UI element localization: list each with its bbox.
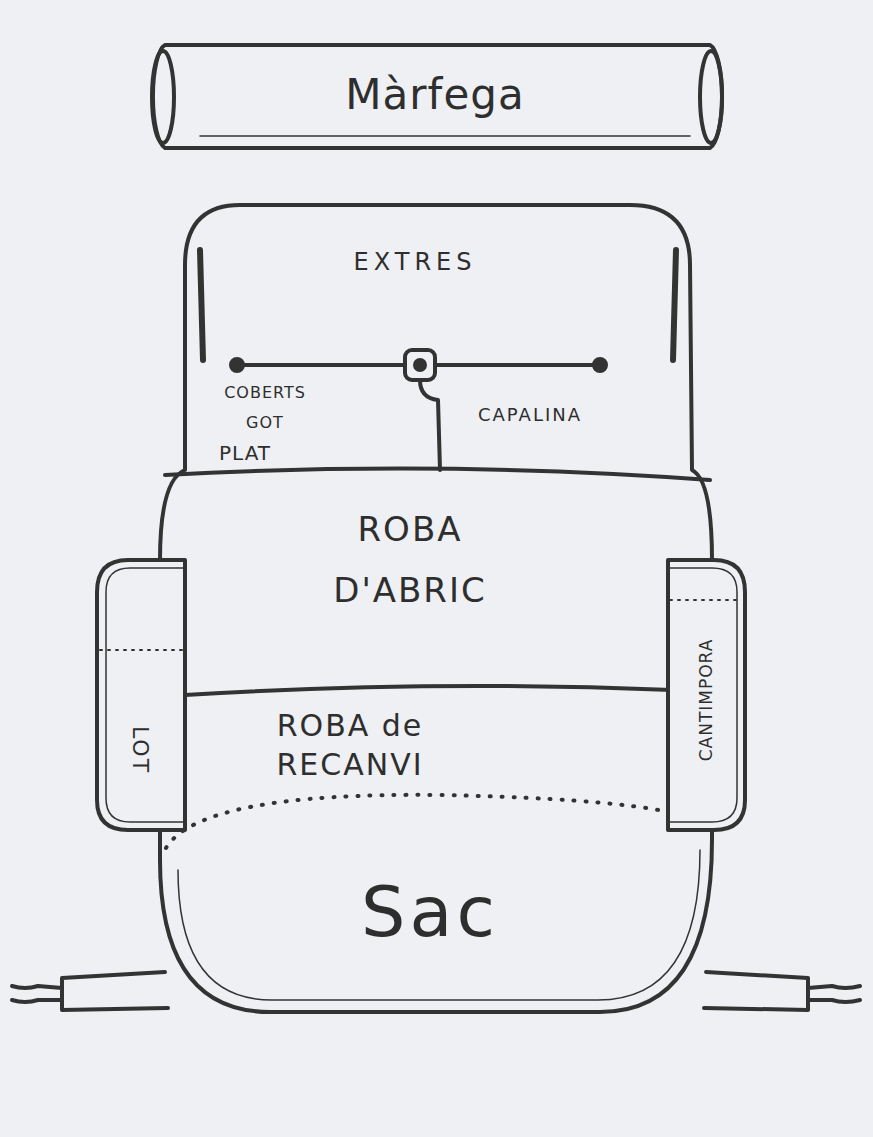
- strap-dot: [594, 359, 606, 371]
- lid-edge: [200, 250, 203, 360]
- compartment-label: LOT: [127, 726, 153, 774]
- compartment-label: EXTRES: [354, 248, 477, 277]
- pocket-inner: [670, 568, 737, 822]
- clothing-band: ROBA D'ABRIC: [165, 475, 710, 690]
- side-pocket: LOT: [97, 560, 185, 830]
- side-pocket: CANTIMPORA: [668, 560, 745, 830]
- side-pocket: [668, 560, 745, 830]
- buckle: [405, 350, 435, 380]
- sleeping-bag-section: Sac: [170, 800, 710, 1000]
- divider: [165, 469, 710, 480]
- inner-line: [178, 850, 700, 1000]
- compartment-label: PLAT: [219, 441, 271, 465]
- lid-section: EXTRES COBERTS GOT PLAT CAPALINA: [185, 205, 690, 470]
- compartment-label: CAPALINA: [478, 404, 582, 426]
- compartment-label: GOT: [246, 413, 284, 432]
- strap-line: [420, 380, 440, 470]
- mat-end: [152, 51, 174, 143]
- pocket-inner: [106, 568, 185, 822]
- mat-end: [700, 51, 722, 143]
- clothing-band: ROBA de RECANVI: [185, 695, 700, 795]
- buckle-dot: [415, 360, 425, 370]
- compartment-label: ROBA de RECANVI: [230, 706, 470, 784]
- mat-line: [200, 135, 690, 137]
- compartment-label: Sac: [361, 870, 499, 954]
- shoulder-strap: [704, 972, 860, 1010]
- shoulder-strap: [12, 972, 168, 1010]
- compartment-label: CANTIMPORA: [696, 639, 716, 762]
- mat-label: Màrfega: [345, 70, 524, 120]
- strap-dot: [231, 359, 243, 371]
- backpack-body: [160, 205, 712, 1012]
- pocket-seam: [670, 599, 742, 601]
- mat-roll: Màrfega: [150, 45, 722, 148]
- mat-outline: [153, 45, 722, 148]
- pocket-seam: [100, 649, 182, 651]
- compartment-label: ROBA D'ABRIC: [300, 499, 520, 621]
- divider: [185, 686, 672, 695]
- compartment-label: COBERTS: [224, 383, 306, 402]
- sac-boundary: [166, 795, 714, 848]
- side-pocket: [97, 560, 185, 830]
- lid-edge: [673, 250, 676, 360]
